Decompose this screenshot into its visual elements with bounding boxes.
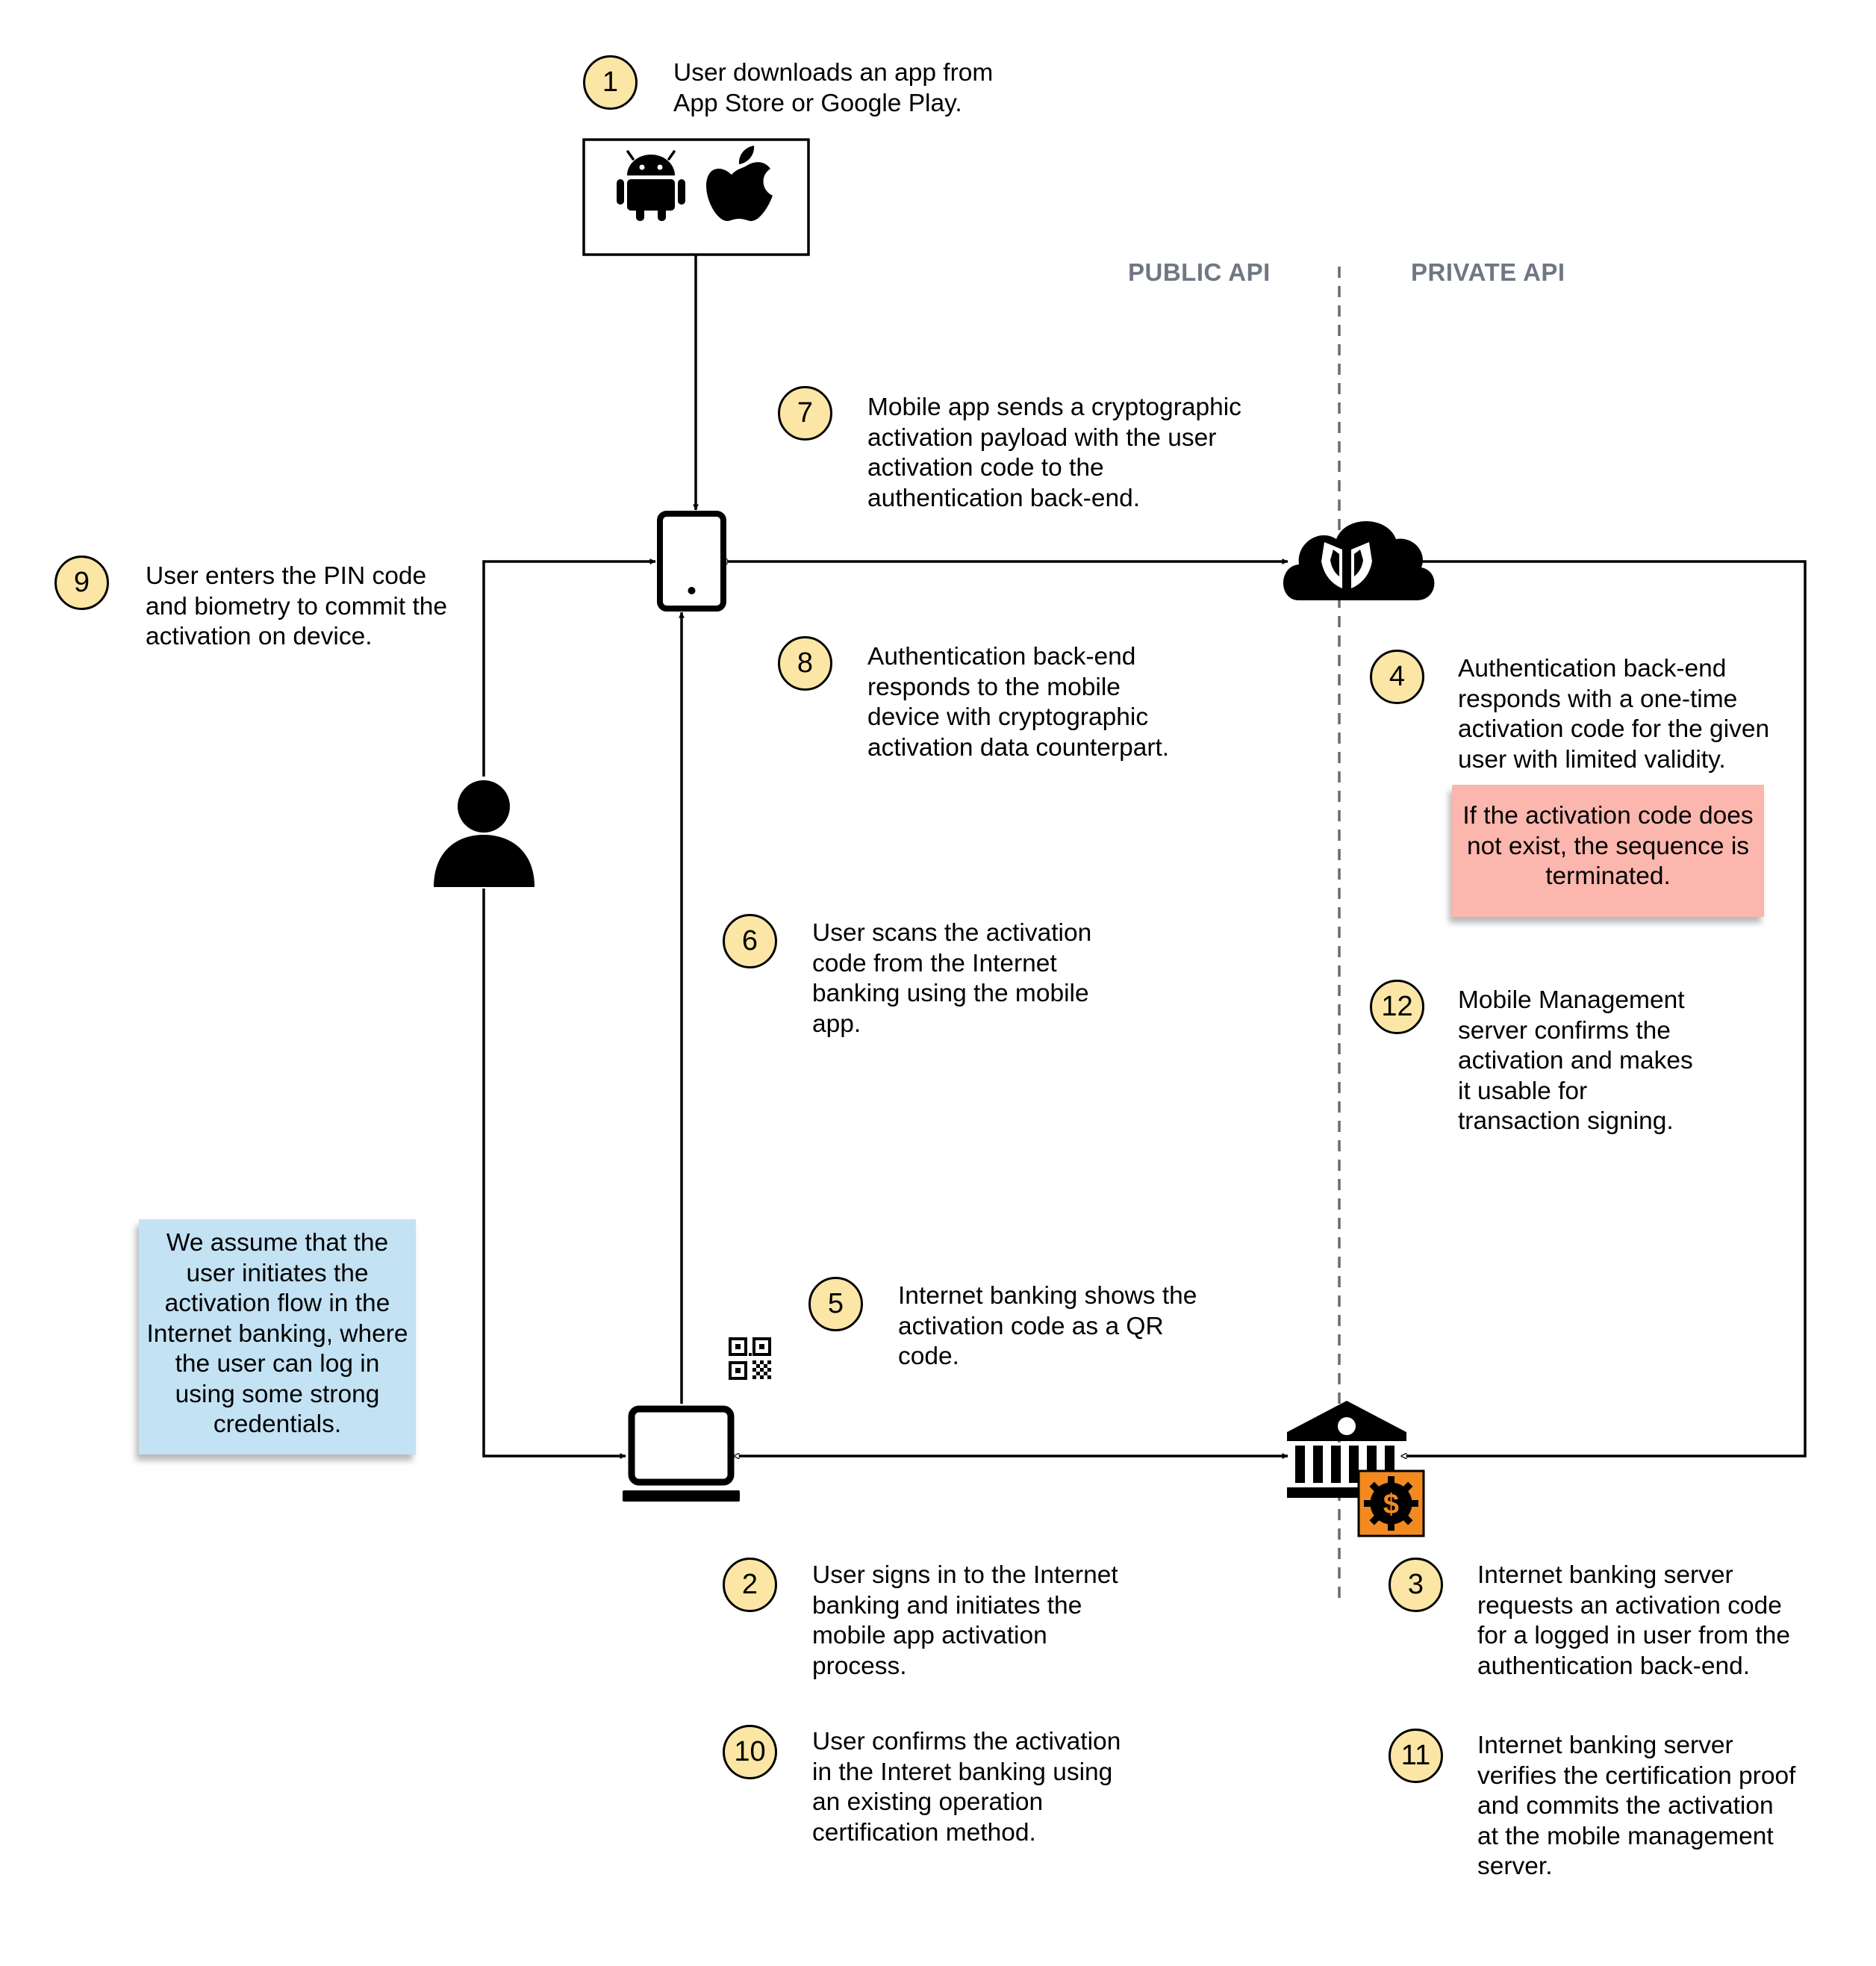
android-icon bbox=[617, 150, 685, 221]
step-2-badge: 2 bbox=[723, 1558, 777, 1612]
assumption-note: We assume that the user initiates the ac… bbox=[139, 1219, 416, 1455]
cloud-shield-icon bbox=[1283, 521, 1435, 600]
step-5-text: Internet banking shows the activation co… bbox=[898, 1282, 1197, 1370]
step-1-text: User downloads an app from App Store or … bbox=[673, 59, 994, 117]
public-api-label: PUBLIC API bbox=[1128, 258, 1271, 286]
qr-code-icon bbox=[729, 1337, 771, 1380]
step-3-text: Internet banking server requests an acti… bbox=[1477, 1561, 1790, 1680]
step-9-text: User enters the PIN code and biometry to… bbox=[146, 562, 448, 650]
step-3-badge: 3 bbox=[1389, 1558, 1443, 1612]
step-10-badge: 10 bbox=[723, 1725, 777, 1779]
step-6-badge: 6 bbox=[723, 914, 777, 968]
step-8-badge: 8 bbox=[778, 636, 832, 691]
user-to-mobile-line bbox=[482, 559, 656, 777]
bank-to-cloud-line bbox=[1406, 562, 1807, 1456]
step-10-text: User confirms the activation in the Inte… bbox=[812, 1728, 1121, 1847]
termination-note: If the activation code does not exist, t… bbox=[1452, 785, 1764, 917]
step-11-badge: 11 bbox=[1389, 1729, 1443, 1783]
step-4-badge: 4 bbox=[1370, 650, 1424, 704]
apple-icon bbox=[706, 146, 773, 221]
dollar-badge-icon: $ bbox=[1357, 1469, 1425, 1537]
step-1-badge: 1 bbox=[583, 55, 638, 110]
step-12-text: Mobile Management server confirms the ac… bbox=[1458, 986, 1693, 1135]
bank-icon bbox=[1287, 1401, 1406, 1498]
laptop-icon bbox=[623, 1405, 740, 1502]
step-11-text: Internet banking server verifies the cer… bbox=[1477, 1732, 1796, 1880]
user-icon bbox=[434, 780, 535, 887]
step-8-text: Authentication back-end responds to the … bbox=[867, 643, 1170, 762]
step-7-badge: 7 bbox=[778, 386, 832, 441]
step-9-badge: 9 bbox=[54, 556, 109, 610]
step-6-text: User scans the activation code from the … bbox=[812, 919, 1092, 1038]
step-4-text: Authentication back-end responds with a … bbox=[1458, 655, 1770, 774]
user-to-laptop-line bbox=[482, 889, 626, 1459]
private-api-label: PRIVATE API bbox=[1411, 258, 1565, 286]
step-5-badge: 5 bbox=[808, 1277, 863, 1331]
step-12-badge: 12 bbox=[1370, 980, 1424, 1034]
svg-text:$: $ bbox=[1383, 1489, 1399, 1520]
step-7-text: Mobile app sends a cryptographic activat… bbox=[867, 393, 1241, 512]
step-2-text: User signs in to the Internet banking an… bbox=[812, 1561, 1118, 1680]
smartphone-icon bbox=[657, 511, 726, 612]
